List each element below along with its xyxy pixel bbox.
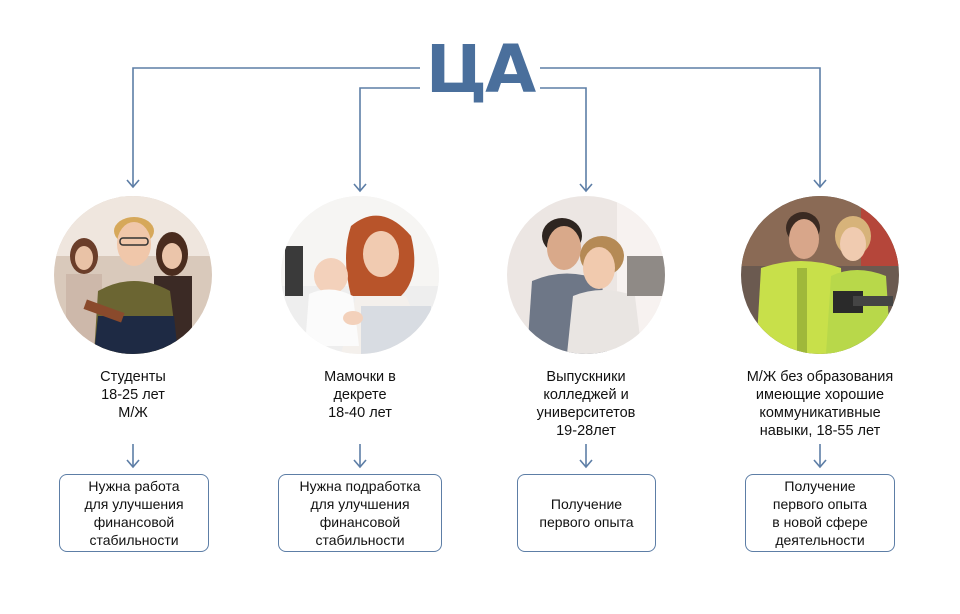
segment-label-line: Мамочки в [324,369,396,385]
need-line: первого опыта [772,496,868,512]
need-line: для улучшения [310,496,410,512]
students-photo [54,196,212,354]
segment-label-line: декрете [333,387,387,403]
segment-label-line: М/Ж без образования [746,369,894,385]
segment-mothers: Мамочки в декрете 18-40 лет Нужна подраб… [240,0,480,614]
arrow-head-2 [353,183,367,193]
mother-with-baby-photo [281,196,439,354]
segment-label-line: колледжей и [543,387,629,403]
segment-label: Мамочки в декрете 18-40 лет [240,368,480,422]
segment-label: Выпускники колледжей и университетов 19-… [466,368,706,440]
segment-students: Студенты 18-25 лет М/Ж Нужна работа для … [13,0,253,614]
page-title: ЦА [420,30,540,110]
need-line: Получение [784,478,856,494]
need-line: Нужна работа [88,478,180,494]
need-line: стабильности [315,532,405,548]
need-box: Получение первого опыта в новой сфере де… [745,474,895,552]
segment-label-line: имеющие хорошие [755,387,885,403]
segment-label-line: 18-40 лет [328,405,392,421]
need-line: для улучшения [84,496,184,512]
graduates-photo [507,196,665,354]
segment-label-line: Студенты [100,369,166,385]
need-line: Получение [550,496,623,512]
need-line: первого опыта [539,514,634,530]
segment-label: М/Ж без образования имеющие хорошие комм… [700,368,940,440]
segment-label-line: 18-25 лет [101,387,165,403]
segment-label-line: коммуникативные [759,405,881,421]
need-box: Нужна подработка для улучшения финансово… [278,474,442,552]
segment-workers: М/Ж без образования имеющие хорошие комм… [700,0,940,614]
need-line: в новой сфере [772,514,868,530]
arrow-head-4 [813,179,827,189]
arrow-head-3 [579,183,593,193]
need-line: стабильности [89,532,179,548]
workers-photo [741,196,899,354]
segment-graduates: Выпускники колледжей и университетов 19-… [466,0,706,614]
segment-label-line: навыки, 18-55 лет [759,423,881,439]
need-box: Получение первого опыта [517,474,656,552]
segment-label-line: М/Ж [118,405,148,421]
segment-label-line: Выпускники [546,369,626,385]
need-line: финансовой [93,514,175,530]
segment-label-line: 19-28лет [556,423,616,439]
segment-label: Студенты 18-25 лет М/Ж [13,368,253,422]
need-box: Нужна работа для улучшения финансовой ст… [59,474,209,552]
segment-label-line: университетов [536,405,636,421]
need-line: деятельности [775,532,865,548]
arrow-head-1 [126,179,140,189]
need-line: финансовой [319,514,401,530]
need-line: Нужна подработка [299,478,421,494]
